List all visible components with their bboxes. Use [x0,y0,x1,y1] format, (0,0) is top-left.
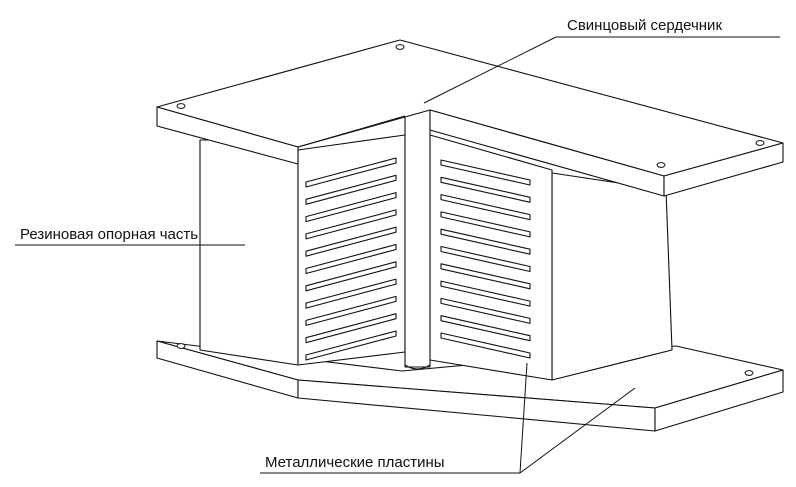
metal-plate-slot [305,226,397,257]
top-plate [156,39,784,197]
top-plate-front-left-face [156,106,299,165]
metal-plate-slot [440,194,531,221]
metal-plates-left [305,157,397,361]
metal-plate-slot [305,209,397,240]
lead-core-bottom-edge [404,364,431,370]
rubber-bearing-label: Резиновая опорная часть [20,226,198,243]
top-plate-inner-edge [297,115,406,148]
metal-plate-slot [440,211,531,238]
metal-plate-slot [440,159,531,186]
metal-plate-slot [440,280,531,307]
bottom-bolt-hole-1 [176,343,186,349]
metal-plates-right [440,159,531,359]
lead-core-label: Свинцовый сердечник [567,17,722,34]
top-bolt-hole-1 [176,103,186,109]
metal-plate-slot [305,295,397,326]
metal-plate-slot [440,228,531,255]
top-bolt-hole-4 [755,140,765,146]
plates-leader-2 [519,387,636,474]
lead-core-cylinder [404,102,431,368]
rubber-back-left-face [199,139,299,366]
top-bolt-hole-2 [395,44,405,50]
lead-core-leader [423,36,557,104]
metal-plate-slot [440,332,531,359]
metal-plate-slot [305,192,397,223]
metal-plate-slot [440,263,531,290]
metal-plate-slot [305,330,397,361]
metal-plate-slot [305,313,397,344]
lead-core [404,97,431,370]
metal-plate-slot [305,157,397,188]
metal-plate-slot [305,261,397,292]
top-plate-side-face [663,142,784,197]
metal-plate-slot [440,297,531,324]
metal-plate-slot [440,245,531,273]
metal-plate-slot [305,243,397,275]
metal-plates-label: Металлические пластины [265,454,445,471]
rubber-right-side-face [551,172,673,381]
plates-leader-1 [519,362,528,474]
bottom-plate-side-face [654,369,784,432]
metal-plate-slot [305,174,397,205]
top-bolt-hole-3 [656,162,666,168]
metal-plate-slot [440,315,531,342]
leader-lines [15,36,780,474]
metal-plate-slot [305,278,397,309]
metal-plate-slot [440,176,531,203]
bottom-bolt-hole-2 [744,370,754,376]
